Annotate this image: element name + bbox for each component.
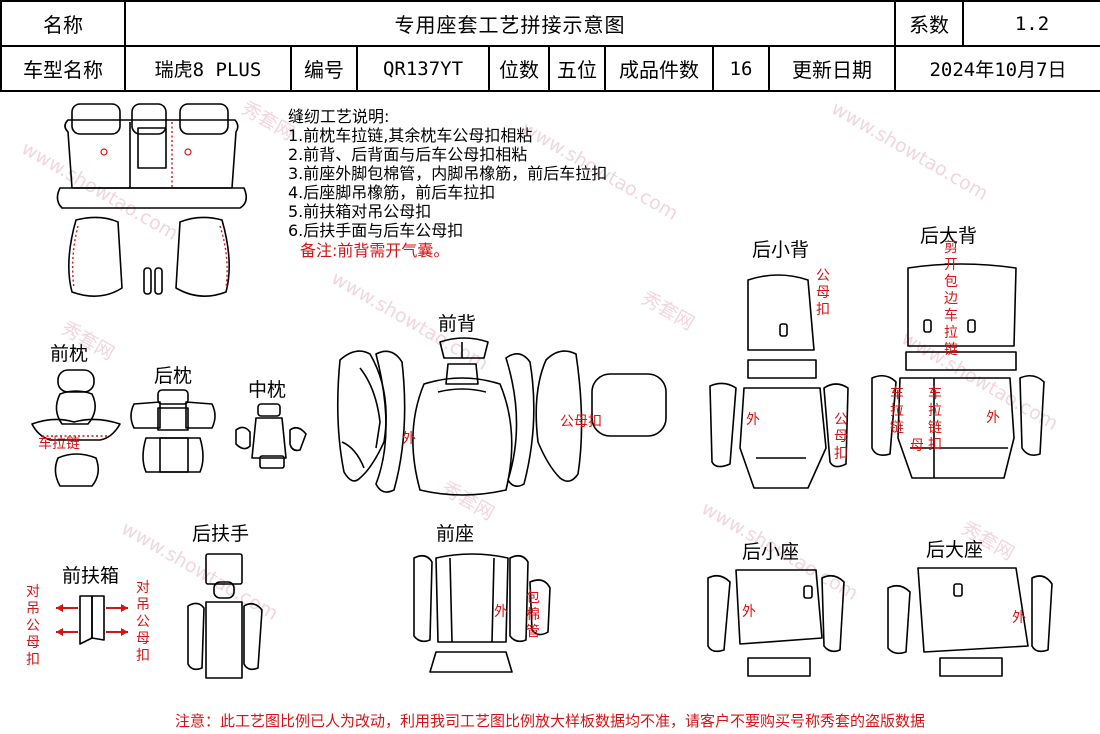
svg-text:吊: 吊 <box>26 601 40 617</box>
coefficient-label: 系数 <box>894 0 964 47</box>
annotation-cut-edge: 剪 <box>944 240 958 256</box>
section-title: 后小座 <box>742 541 799 563</box>
seats-label: 位数 <box>488 45 550 92</box>
svg-text:拉: 拉 <box>890 403 904 419</box>
date-label: 更新日期 <box>768 45 896 92</box>
pieces-label: 成品件数 <box>604 45 714 92</box>
note-item: 4.后座脚吊橡筋，前后车拉扣 <box>288 183 495 202</box>
annotation-zipper: 车拉链 <box>38 435 80 452</box>
svg-text:扣: 扣 <box>928 437 942 453</box>
svg-text:母: 母 <box>816 285 830 301</box>
middle-headrest: 中枕 <box>235 379 307 469</box>
annotation-outer: 外 <box>1012 610 1026 626</box>
model-value: 瑞虎8 PLUS <box>124 45 292 92</box>
watermark-brand: 秀套网 <box>438 477 498 525</box>
pattern-drawing: www.showtao.com 秀套网 www.showtao.com www.… <box>18 97 1062 730</box>
svg-text:公: 公 <box>834 412 848 428</box>
rear-small-back: 后小背 公 母 扣 外 公 母 扣 <box>709 239 849 489</box>
svg-text:扣: 扣 <box>834 446 848 462</box>
watermark-brand: 秀套网 <box>638 287 698 335</box>
section-title: 前扶箱 <box>62 565 119 587</box>
front-back: 前背 外 公母扣 <box>336 313 667 496</box>
front-headrest: 前枕 车拉链 <box>31 343 121 487</box>
seats-value: 五位 <box>548 45 606 92</box>
rear-large-back: 后大背 剪 开 包 边 车 拉 链 车 拉 链 母 车 拉 链 扣 外 <box>871 225 1045 479</box>
section-title: 前背 <box>438 313 476 335</box>
svg-text:拉: 拉 <box>944 325 958 341</box>
annotation-zip-buckle: 车 <box>928 385 942 402</box>
watermark-text: www.showtao.com <box>18 137 182 245</box>
seat-overview <box>56 103 248 297</box>
annotation-opposite-snap: 对 <box>26 584 40 600</box>
annotation-wrap-foam: 包 <box>526 590 540 606</box>
section-title: 后扶手 <box>192 523 249 545</box>
svg-text:对: 对 <box>136 580 150 596</box>
annotation-outer: 外 <box>746 412 760 428</box>
annotation-outer: 外 <box>742 604 756 620</box>
svg-text:拉: 拉 <box>928 403 942 419</box>
svg-text:车: 车 <box>944 307 958 324</box>
svg-text:母: 母 <box>136 631 150 647</box>
svg-text:扣: 扣 <box>136 648 150 664</box>
model-label: 车型名称 <box>0 45 126 92</box>
svg-text:公: 公 <box>136 614 150 630</box>
notes-heading: 缝纫工艺说明: <box>288 107 389 126</box>
sewing-notes: 缝纫工艺说明: 1.前枕车拉链,其余枕车公母扣相粘 2.前背、后背面与后车公母扣… <box>288 107 607 260</box>
annotation-outer: 外 <box>986 410 1000 426</box>
svg-text:公: 公 <box>26 618 40 634</box>
svg-text:棉: 棉 <box>526 606 540 623</box>
front-armrest-box: 前扶箱 对 吊 公 母 扣 对 吊 公 母 扣 <box>26 565 150 668</box>
svg-text:包: 包 <box>944 274 958 290</box>
annotation-zip: 车 <box>890 385 904 402</box>
svg-text:链: 链 <box>944 342 958 358</box>
note-item: 3.前座外脚包棉管，内脚吊橡筋，前后车拉扣 <box>288 164 607 183</box>
section-title: 后大座 <box>926 539 983 561</box>
rear-armrest: 后扶手 <box>187 523 263 679</box>
svg-text:吊: 吊 <box>136 597 150 613</box>
svg-text:扣: 扣 <box>26 652 40 668</box>
section-title: 后枕 <box>154 365 192 387</box>
svg-text:链: 链 <box>928 420 942 436</box>
section-title: 中枕 <box>248 379 286 401</box>
code-value: QR137YT <box>356 45 490 92</box>
footer-warning: 注意：此工艺图比例已人为改动，利用我司工艺图比例放大样板数据均不准，请客户不要购… <box>175 712 925 730</box>
annotation-outer: 外 <box>402 431 416 447</box>
annotation-snap: 公母扣 <box>560 414 602 430</box>
front-seat: 前座 外 包 棉 管 <box>413 523 551 673</box>
svg-text:链: 链 <box>890 420 904 436</box>
svg-text:扣: 扣 <box>816 302 830 318</box>
svg-text:管: 管 <box>526 624 540 640</box>
coefficient-value: 1.2 <box>962 0 1100 47</box>
svg-text:母: 母 <box>26 635 40 651</box>
date-value: 2024年10月7日 <box>894 45 1100 92</box>
rear-small-seat: 后小座 外 <box>707 541 845 677</box>
note-item: 6.后扶手面与后车公母扣 <box>288 221 463 240</box>
section-title: 前枕 <box>50 343 88 365</box>
sheet-title: 专用座套工艺拼接示意图 <box>124 0 896 47</box>
annotation-mother: 母 <box>910 438 924 454</box>
pieces-value: 16 <box>712 45 770 92</box>
note-item: 1.前枕车拉链,其余枕车公母扣相粘 <box>288 126 532 145</box>
section-title: 前座 <box>436 523 474 545</box>
svg-text:边: 边 <box>944 291 958 307</box>
header-table: 名称 专用座套工艺拼接示意图 系数 1.2 车型名称 瑞虎8 PLUS 编号 Q… <box>0 0 1100 92</box>
section-title: 后小背 <box>752 239 809 261</box>
name-label: 名称 <box>0 0 126 47</box>
annotation-snap: 公 <box>816 268 830 284</box>
notes-remark: 备注:前背需开气囊。 <box>300 241 449 260</box>
svg-text:开: 开 <box>944 257 958 273</box>
note-item: 2.前背、后背面与后车公母扣相粘 <box>288 145 527 164</box>
note-item: 5.前扶箱对吊公母扣 <box>288 202 431 221</box>
annotation-outer: 外 <box>494 604 508 620</box>
code-label: 编号 <box>290 45 358 92</box>
watermark-text: www.showtao.com <box>898 327 1062 435</box>
rear-large-seat: 后大座 外 <box>887 539 1053 677</box>
watermark-text: www.showtao.com <box>828 97 992 205</box>
section-title: 后大背 <box>920 225 977 247</box>
svg-text:母: 母 <box>834 429 848 445</box>
rear-headrest: 后枕 <box>130 365 216 473</box>
